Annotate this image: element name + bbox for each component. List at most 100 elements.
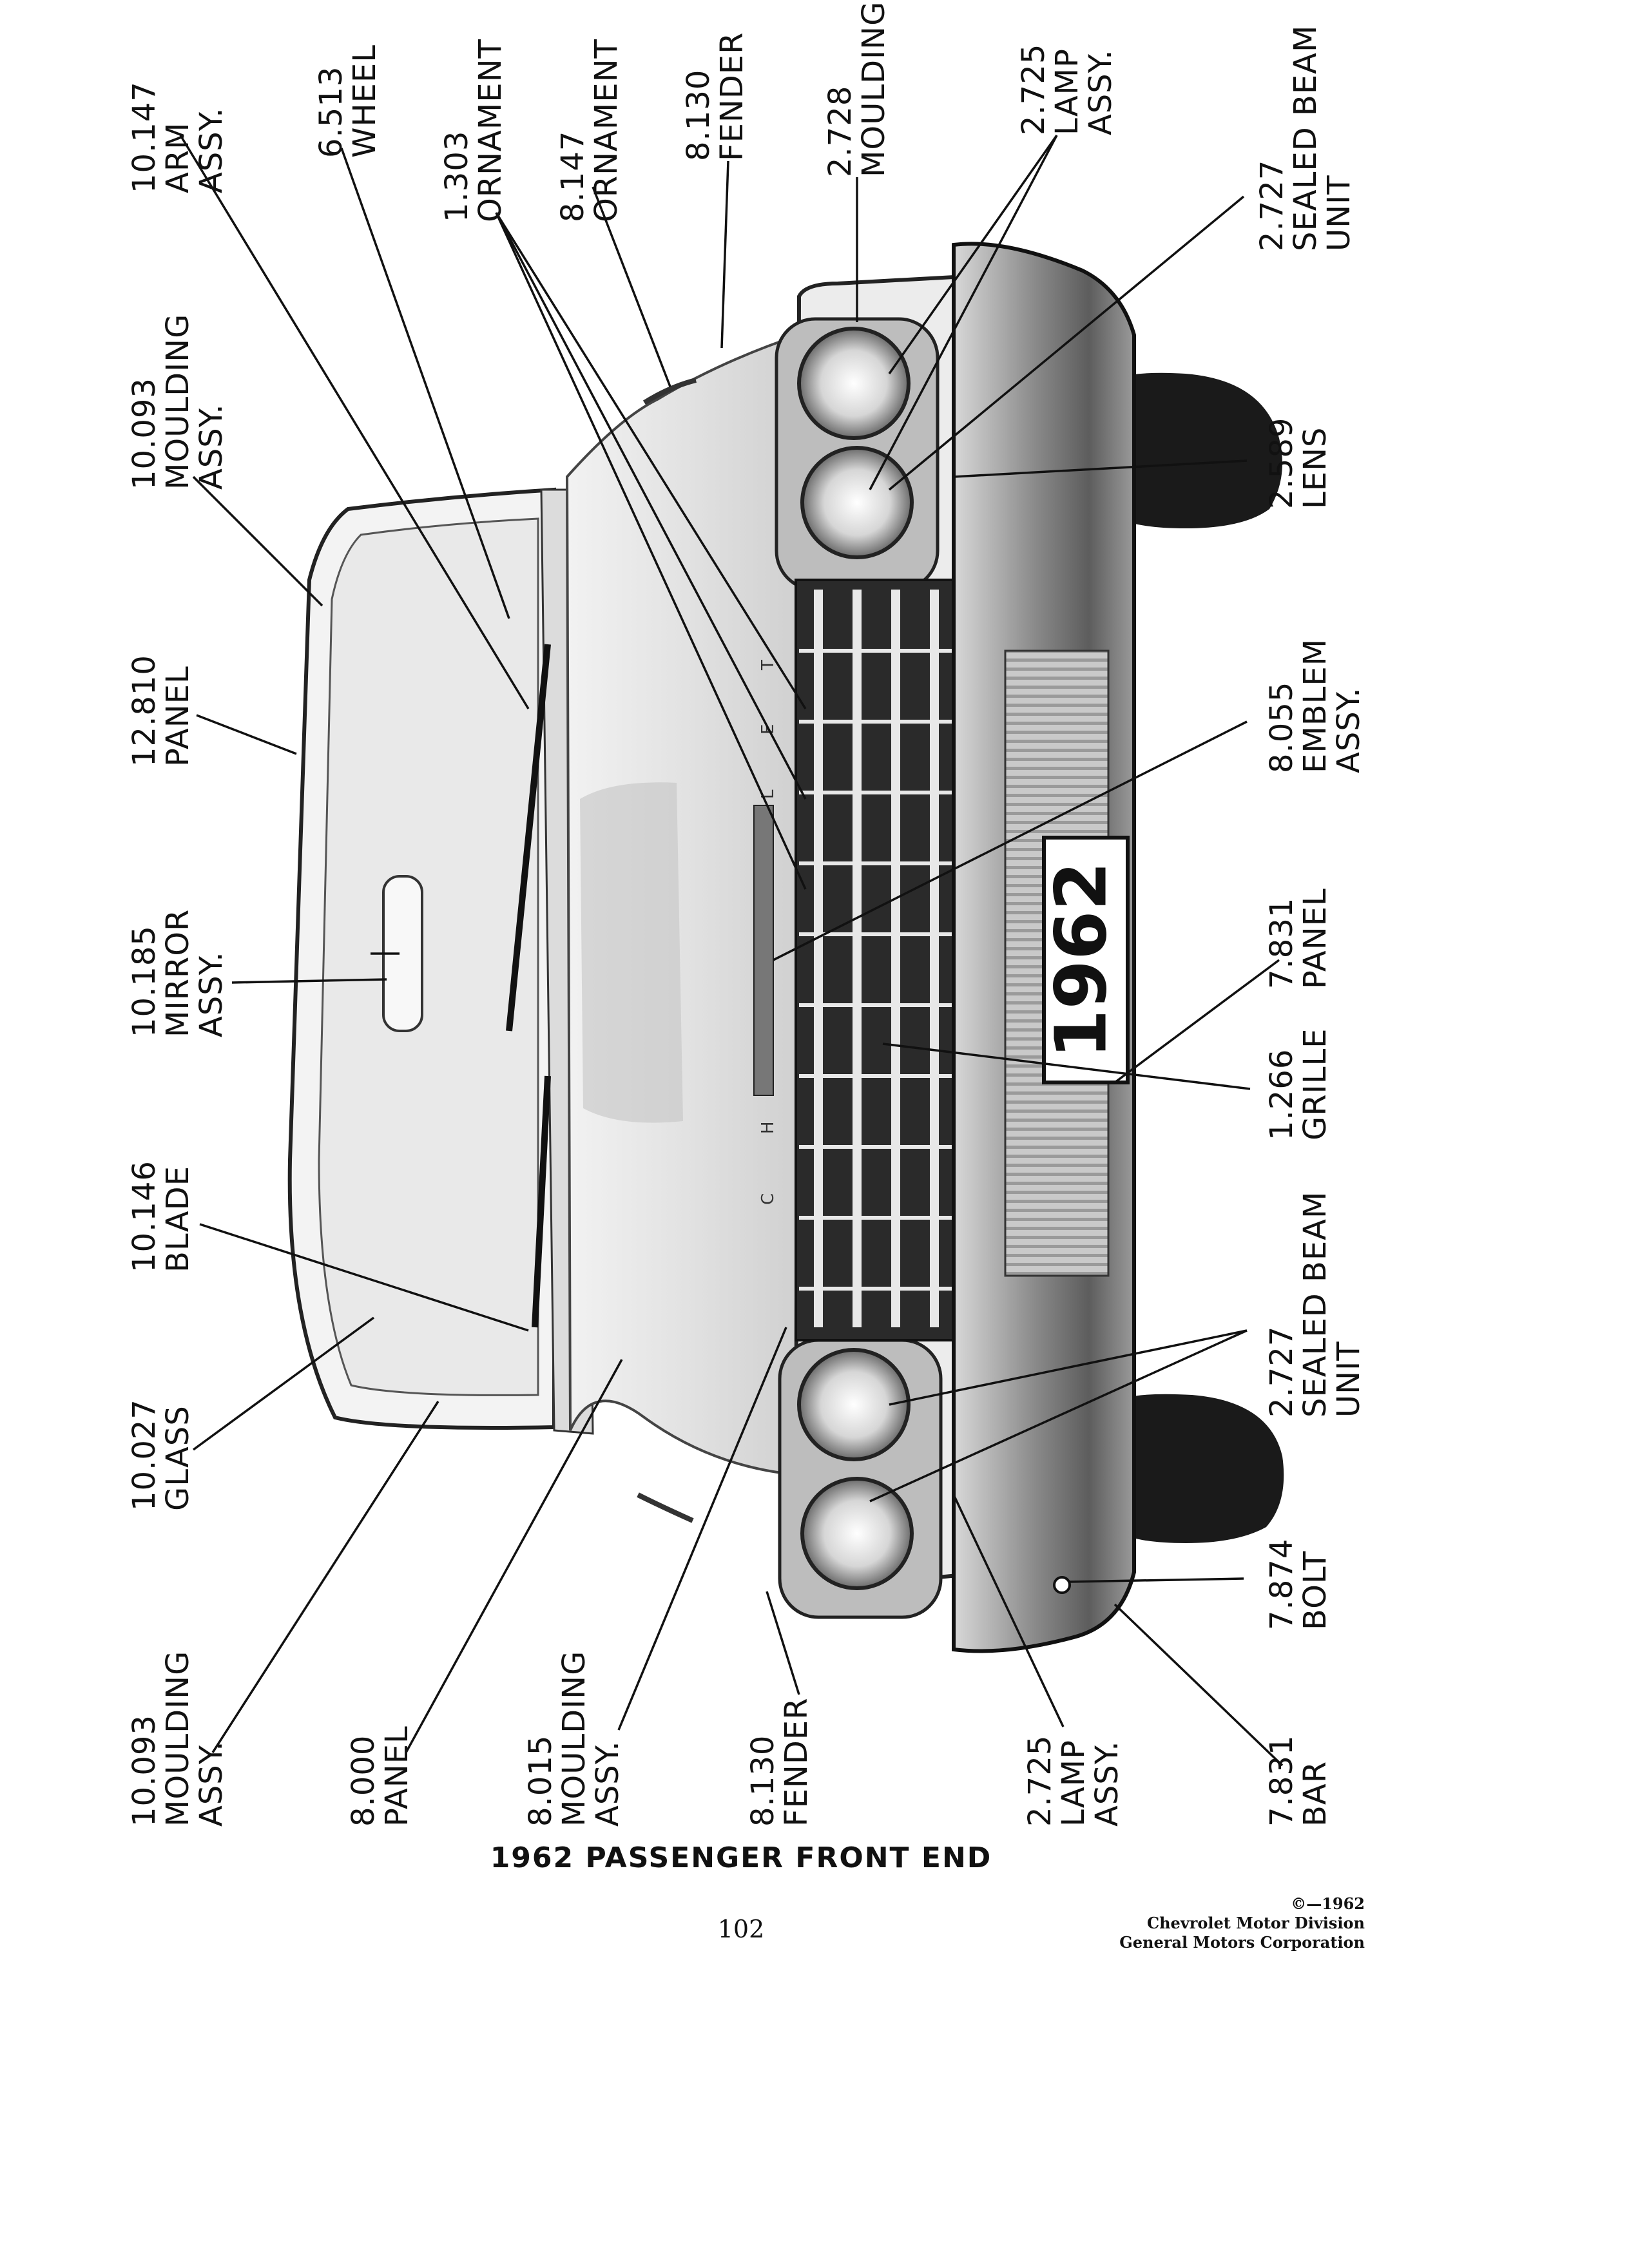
figure-caption: 1962 PASSENGER FRONT END xyxy=(490,1841,992,1874)
leader-line xyxy=(231,978,387,984)
bumper-bolt xyxy=(1053,1576,1071,1594)
callout: 10.027 GLASS xyxy=(126,1399,196,1511)
callout-number: 8.130 xyxy=(745,1735,781,1827)
callout: 10.093 MOULDING ASSY. xyxy=(126,314,229,490)
leader-lines xyxy=(179,134,1284,1767)
leader-line xyxy=(179,135,530,709)
leader-line xyxy=(952,1494,1065,1727)
leader-line xyxy=(495,212,807,709)
callout-extra: ASSY. xyxy=(193,1740,229,1827)
callout: 10.185 MIRROR ASSY. xyxy=(126,909,229,1037)
callout-name: PANEL xyxy=(379,1725,415,1827)
page-number: 102 xyxy=(717,1915,765,1943)
callout-number: 12.810 xyxy=(126,655,162,767)
callout-number: 2.727 xyxy=(1264,1326,1300,1418)
callout-number: 10.093 xyxy=(126,1715,162,1827)
grille xyxy=(795,579,958,1341)
callout-name: MOULDING xyxy=(856,1,892,177)
callout: 1.303 ORNAMENT xyxy=(439,39,508,222)
callout-name: LAMP xyxy=(1049,48,1085,135)
callout-name: BLADE xyxy=(160,1166,196,1273)
leader-line xyxy=(592,186,671,387)
callout-number: 1.266 xyxy=(1264,1049,1300,1140)
fender-ornament-left xyxy=(642,378,697,405)
callout-number: 2.725 xyxy=(1022,1735,1058,1827)
grille-letter: C xyxy=(758,1193,778,1205)
callout-extra: ASSY. xyxy=(193,403,229,490)
callout-extra: ASSY. xyxy=(1089,1740,1125,1827)
callout: 7.874 BOLT xyxy=(1264,1539,1333,1630)
callout: 10.093 MOULDING ASSY. xyxy=(126,1651,229,1827)
callout-name: FENDER xyxy=(714,32,750,161)
callout: 2.725 LAMP ASSY. xyxy=(1016,44,1119,135)
callout-extra: UNIT xyxy=(1331,1341,1367,1418)
hood-emblem xyxy=(753,805,774,1096)
leader-line xyxy=(192,476,323,607)
callout-number: 10.146 xyxy=(126,1160,162,1273)
callout: 10.147 ARM ASSY. xyxy=(126,81,229,193)
windshield-inner xyxy=(318,517,539,1396)
callout-name: MOULDING xyxy=(556,1651,592,1827)
callout-number: 8.015 xyxy=(523,1735,559,1827)
callout-name: LENS xyxy=(1297,427,1333,509)
callout: 2.728 MOULDING xyxy=(822,1,892,177)
callout: 8.147 ORNAMENT xyxy=(555,39,624,222)
left-callouts: 12.810 PANEL 10.185 MIRROR ASSY. 10.146 … xyxy=(126,655,229,1511)
callout-name: LAMP xyxy=(1055,1740,1092,1827)
callout-name: FENDER xyxy=(778,1698,815,1827)
grille-letter: H xyxy=(758,1121,778,1134)
callout-name: SEALED BEAM xyxy=(1297,1191,1333,1418)
copyright-notice: ©—1962 Chevrolet Motor Division General … xyxy=(1119,1894,1365,1952)
leader-line xyxy=(1113,959,1280,1084)
callout-name: WHEEL xyxy=(347,44,383,158)
callout-number: 2.725 xyxy=(1016,44,1052,135)
callout-number: 7.874 xyxy=(1264,1539,1300,1630)
leader-line xyxy=(882,1043,1251,1090)
callout: 8.000 PANEL xyxy=(345,1725,415,1827)
callout-name: SEALED BEAM xyxy=(1287,25,1324,251)
callout-name: ORNAMENT xyxy=(588,39,624,222)
callout-name: GLASS xyxy=(160,1405,196,1511)
callout: 8.015 MOULDING ASSY. xyxy=(523,1651,626,1827)
callout-number: 10.093 xyxy=(126,378,162,490)
callout-number: 7.831 xyxy=(1264,898,1300,989)
copyright-line: General Motors Corporation xyxy=(1119,1933,1365,1952)
leader-line xyxy=(888,195,1245,491)
callout: 8.130 FENDER xyxy=(745,1698,815,1827)
leader-line xyxy=(1069,1577,1244,1583)
callout-number: 1.303 xyxy=(439,131,475,222)
leader-line xyxy=(405,1359,623,1753)
callout-number: 8.055 xyxy=(1264,682,1300,773)
callout: 7.831 PANEL xyxy=(1264,888,1333,989)
leader-line xyxy=(340,148,510,619)
grille-letter: T xyxy=(758,660,778,671)
license-plate: 1962 xyxy=(1039,836,1130,1084)
callout-number: 2.727 xyxy=(1254,160,1290,251)
callout-number: 2.589 xyxy=(1264,418,1300,509)
leader-line xyxy=(196,714,297,755)
leader-line xyxy=(953,459,1248,478)
leader-line xyxy=(889,1329,1248,1406)
callout-name: MOULDING xyxy=(160,314,196,490)
left-tire xyxy=(1108,372,1282,528)
fender-ornament-right xyxy=(637,1492,694,1523)
callout-extra: ASSY. xyxy=(1083,49,1119,135)
callout-name: BOLT xyxy=(1297,1551,1333,1630)
callout-number: 8.147 xyxy=(555,131,591,222)
leader-line xyxy=(773,720,1248,961)
callout-name: MIRROR xyxy=(160,909,196,1037)
leader-line xyxy=(720,160,729,349)
callout: 2.725 LAMP ASSY. xyxy=(1022,1735,1125,1827)
callout-name: PANEL xyxy=(1297,888,1333,989)
callout: 2.727 SEALED BEAM UNIT xyxy=(1264,1191,1367,1418)
callout: 2.727 SEALED BEAM UNIT xyxy=(1254,25,1357,251)
leader-line xyxy=(617,1327,787,1731)
callout-name: PANEL xyxy=(160,666,196,767)
callout-name: EMBLEM xyxy=(1297,639,1333,773)
callout: 8.130 FENDER xyxy=(680,32,750,161)
callout-name: MOULDING xyxy=(160,1651,196,1827)
license-plate-text: 1962 xyxy=(1039,861,1122,1059)
callout: 7.831 BAR xyxy=(1264,1735,1333,1827)
callout: 12.810 PANEL xyxy=(126,655,196,767)
